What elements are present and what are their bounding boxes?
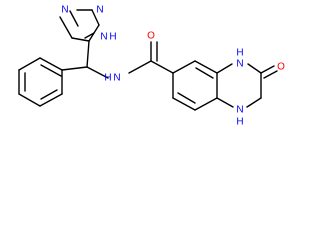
bond [246, 97, 262, 108]
bond [18, 57, 41, 71]
bond [216, 97, 234, 108]
bond [150, 60, 174, 74]
oxygen-label: O [147, 31, 155, 42]
bond [61, 66, 88, 71]
hydrogen-label: H [236, 117, 243, 128]
bond [84, 32, 95, 39]
bond [91, 9, 100, 26]
bond [128, 60, 152, 74]
bond [86, 66, 109, 79]
bond [40, 89, 58, 100]
bond [194, 97, 218, 111]
bond [177, 92, 196, 104]
bond [39, 57, 63, 71]
bond [195, 67, 214, 79]
nitrogen-label: N [61, 5, 68, 16]
nitrogen-label: N [113, 73, 120, 84]
bond [69, 10, 79, 27]
nitrogen-label: N [96, 5, 103, 16]
molecule-structure-diagram: N N N H N H O N H O N H [18, 5, 285, 128]
bond [216, 63, 233, 74]
bond [18, 93, 41, 107]
bond [39, 93, 63, 107]
nitrogen-label: N [100, 32, 107, 43]
bond [172, 60, 196, 74]
nitrogen-label: N [236, 105, 243, 116]
bond [71, 37, 90, 42]
bond-set [18, 9, 278, 111]
bond [86, 40, 90, 68]
bond [40, 64, 62, 77]
bond [194, 60, 218, 74]
bond [263, 70, 278, 79]
nitrogen-label: N [236, 59, 243, 70]
bond [247, 63, 262, 74]
oxygen-label: O [277, 62, 285, 73]
hydrogen-label: H [236, 48, 243, 59]
bond [59, 16, 73, 39]
bond [260, 65, 275, 74]
hydrogen-label: H [104, 73, 111, 84]
hydrogen-label: H [109, 32, 116, 43]
bond [172, 97, 196, 111]
